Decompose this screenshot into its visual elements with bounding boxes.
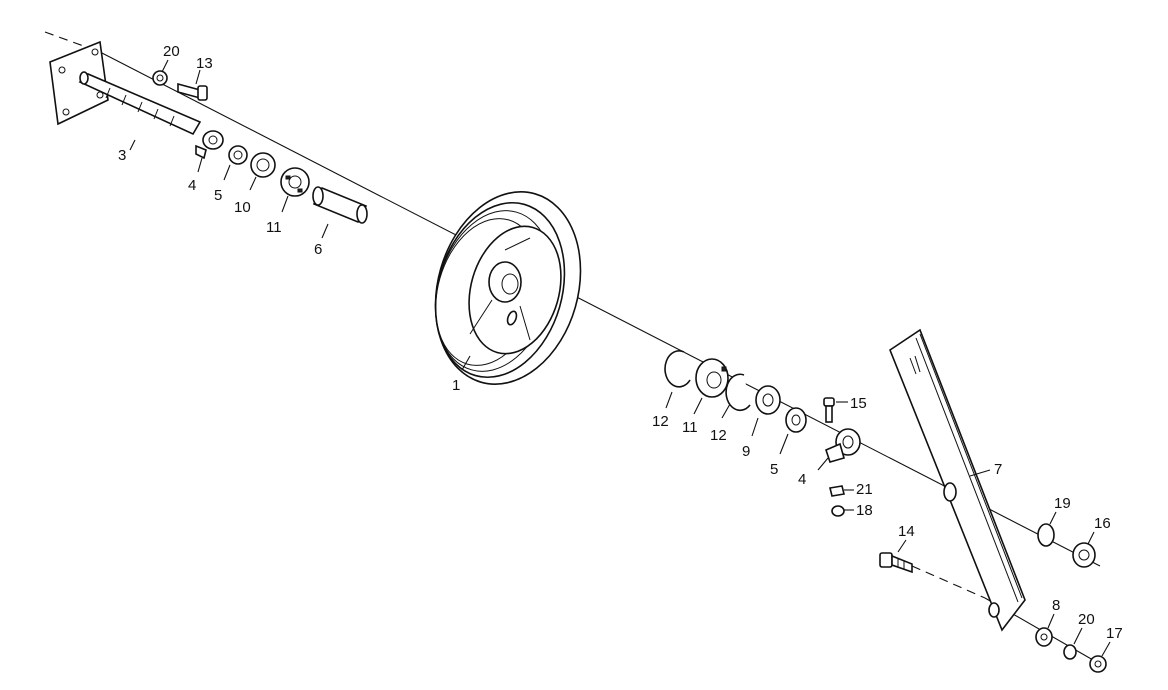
label-part-13: 13 [196,55,213,72]
label-part-21: 21 [856,481,873,498]
label-part-19: 19 [1054,495,1071,512]
label-part-3: 3 [118,147,126,164]
part-labels: 20 13 3 4 5 10 11 6 1 12 11 12 9 5 15 4 … [118,43,1123,642]
label-part-18: 18 [856,502,873,519]
assembly-axis [44,31,1101,665]
nut-17 [1089,655,1107,673]
bearing-housing-4-right [825,428,861,463]
label-part-10: 10 [234,199,251,216]
seal-10 [250,152,276,178]
bearing-5-right [785,407,807,433]
spacer-tube-6 [312,186,368,224]
bearing-11-left [280,167,310,197]
label-part-9: 9 [742,443,750,460]
bolt-15 [823,397,835,423]
nut-16 [1072,542,1096,568]
circlip-12-a [664,350,691,388]
label-part-8: 8 [1052,597,1060,614]
label-part-4-left: 4 [188,177,196,194]
label-part-12-b: 12 [710,427,727,444]
bolt-13 [177,82,208,101]
seal-9 [755,385,781,415]
label-part-20-top: 20 [163,43,180,60]
label-part-16: 16 [1094,515,1111,532]
label-part-1: 1 [452,377,460,394]
washer-20-bottom [1063,644,1077,660]
label-part-11-right: 11 [682,419,698,436]
bearing-housing-4-left [195,130,224,160]
mounting-plate-shaft [49,40,202,136]
label-part-15: 15 [850,395,867,412]
label-part-20-bottom: 20 [1078,611,1095,628]
washer-19 [1037,523,1055,547]
bearing-5-left [228,145,248,165]
label-part-7: 7 [994,461,1002,478]
label-part-6: 6 [314,241,322,258]
label-part-4-right: 4 [798,471,806,488]
label-part-11-left: 11 [266,219,282,236]
tension-arm-7 [889,328,1026,632]
label-part-14: 14 [898,523,915,540]
washer-8 [1035,627,1053,647]
label-part-12-a: 12 [652,413,669,430]
label-part-5-left: 5 [214,187,222,204]
circlip-12-b [725,373,751,412]
bearing-11-right [695,358,729,398]
nut-18 [831,505,845,517]
leader-lines [129,59,1111,657]
grease-nipple-21 [829,485,845,497]
pulley-1 [434,191,582,385]
bolt-14 [879,552,913,574]
label-part-17: 17 [1106,625,1123,642]
label-part-5-right: 5 [770,461,778,478]
washer-20-top [152,70,168,86]
